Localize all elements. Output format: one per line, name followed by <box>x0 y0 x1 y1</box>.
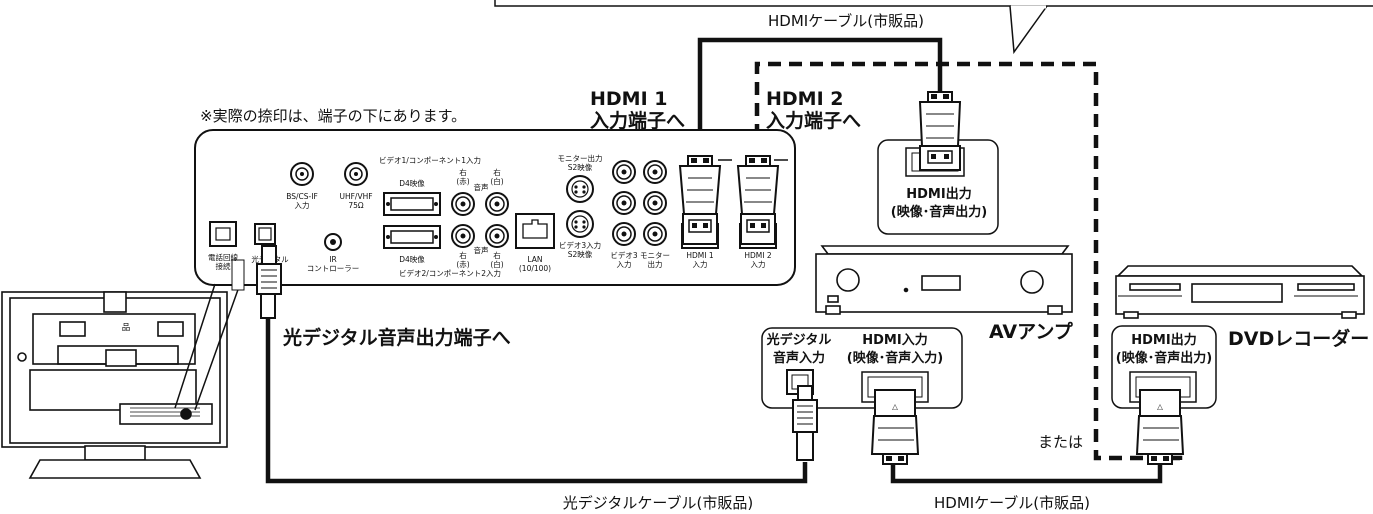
tv-rear-illustration: 品 <box>1 291 228 479</box>
s-video-jack-1 <box>566 175 594 203</box>
rca-jack <box>451 224 475 248</box>
callout-box <box>494 0 1373 55</box>
av-hdmi-in-label-line2: (映像･音声入力) <box>847 350 943 366</box>
d4-connector-2 <box>383 225 441 249</box>
d4-connector-1 <box>383 192 441 216</box>
right-red-label: 右 <box>459 167 467 177</box>
note-marks-label: ※実際の捺印は、端子の下にあります。 <box>200 107 466 125</box>
rca-jack <box>485 192 509 216</box>
hdmi2-port-label: HDMI 2 <box>744 251 771 260</box>
bs-cs-if-label: BS/CS-IF <box>286 192 318 201</box>
svg-text:△: △ <box>892 402 898 411</box>
lan-label: LAN <box>527 255 542 264</box>
hdmi-plug-hdmi1 <box>678 155 722 245</box>
hdmi2-port-sub: 入力 <box>751 259 766 269</box>
top-hdmi-cable-label: HDMIケーブル(市販品) <box>768 12 924 30</box>
bottom-hdmi-cable-label: HDMIケーブル(市販品) <box>934 494 1090 512</box>
video3-sub: 入力 <box>617 259 632 269</box>
optical-out-to-label: 光デジタル音声出力端子へ <box>282 326 511 349</box>
dvd-hdmi-out-label-line1: HDMI出力 <box>1131 332 1196 348</box>
av-amp-label: AVアンプ <box>989 320 1074 343</box>
hdmi2-label-line1: HDMI 2 <box>766 88 843 110</box>
rca-jack <box>612 191 636 215</box>
dvd-recorder-label: DVDレコーダー <box>1228 327 1369 350</box>
optical-in-label-line1: 光デジタル <box>766 332 832 348</box>
optical-out-jack <box>254 223 276 245</box>
rca-jack <box>612 160 636 184</box>
right-white-sub-2: (白) <box>490 259 503 269</box>
optical-plug-tv <box>256 245 282 319</box>
right-red-label-2: 右 <box>459 250 467 260</box>
d4-video-top-label: D4映像 <box>399 178 425 188</box>
s-video-jack-2 <box>566 210 594 238</box>
hdmi1-label-line1: HDMI 1 <box>590 88 667 110</box>
right-white-label-2: 右 <box>493 250 501 260</box>
av-amplifier <box>815 245 1073 315</box>
phone-line-jack <box>209 221 237 247</box>
hdmi-cable-bottom <box>890 462 1163 484</box>
video3-label: ビデオ3 <box>610 250 637 260</box>
svg-text:品: 品 <box>122 323 131 333</box>
hdmi-plug-av-out <box>918 91 962 171</box>
rca-jack <box>485 224 509 248</box>
optical-in-label-line2: 音声入力 <box>773 350 825 366</box>
monitor-out-title: モニター出力 <box>558 153 603 163</box>
audio-label-2: 音声 <box>474 245 489 255</box>
video3-input-label: ビデオ3入力 <box>559 240 601 250</box>
video1-component1-label: ビデオ1/コンポーネント1入力 <box>379 155 481 165</box>
ir-label: IR <box>329 255 336 264</box>
video2-component2-label: ビデオ2/コンポーネント2入力 <box>399 268 501 278</box>
monitor-sub: 出力 <box>648 259 663 269</box>
hdmi-cable-dashed <box>754 61 1183 461</box>
bottom-optical-cable-label: 光デジタルケーブル(市販品) <box>563 494 754 512</box>
hdmi1-label-line2: 入力端子へ <box>590 109 685 132</box>
lan-port <box>515 213 555 249</box>
or-label: または <box>1038 433 1083 451</box>
uhf-vhf-label: UHF/VHF <box>339 192 372 201</box>
right-white-sub: (白) <box>490 176 503 186</box>
bs-cs-if-sub: 入力 <box>295 200 310 210</box>
right-red-sub-2: (赤) <box>456 260 469 269</box>
rca-jack <box>612 222 636 246</box>
av-hdmi-out-label-line2: (映像･音声出力) <box>891 204 987 220</box>
ir-sub: コントローラー <box>307 264 360 273</box>
rca-jack <box>451 192 475 216</box>
rca-jack <box>643 191 667 215</box>
audio-label: 音声 <box>474 182 489 192</box>
hdmi-plug-dvd: △ <box>1135 389 1185 465</box>
av-hdmi-in-label-line1: HDMI入力 <box>862 332 927 348</box>
rca-jack <box>643 160 667 184</box>
hdmi-plug-av-in: △ <box>870 389 920 465</box>
ir-jack <box>324 233 342 251</box>
hdmi1-port-sub: 入力 <box>693 259 708 269</box>
lan-sub: (10/100) <box>519 264 551 273</box>
right-red-sub: (赤) <box>456 177 469 186</box>
svg-text:△: △ <box>1157 402 1163 411</box>
dvd-recorder <box>1115 265 1365 319</box>
rca-jack <box>643 222 667 246</box>
phone-line-sub: 接続 <box>216 261 231 271</box>
optical-cable <box>265 318 808 484</box>
right-white-label: 右 <box>493 167 501 177</box>
d4-video-bottom-label: D4映像 <box>399 254 425 264</box>
monitor-label: モニター <box>640 251 670 260</box>
phone-line-label: 電話回線 <box>208 252 238 262</box>
hdmi2-label-line2: 入力端子へ <box>766 109 861 132</box>
optical-plug-av <box>792 385 818 461</box>
uhf-vhf-sub: 75Ω <box>348 201 364 210</box>
s2-video-bottom-label: S2映像 <box>568 249 593 259</box>
av-hdmi-out-label-line1: HDMI出力 <box>906 186 971 202</box>
hdmi-plug-hdmi2 <box>736 155 780 245</box>
dvd-hdmi-out-label-line2: (映像･音声出力) <box>1116 350 1212 366</box>
s2-video-top-label: S2映像 <box>568 162 593 172</box>
hdmi1-port-label: HDMI 1 <box>686 251 713 260</box>
